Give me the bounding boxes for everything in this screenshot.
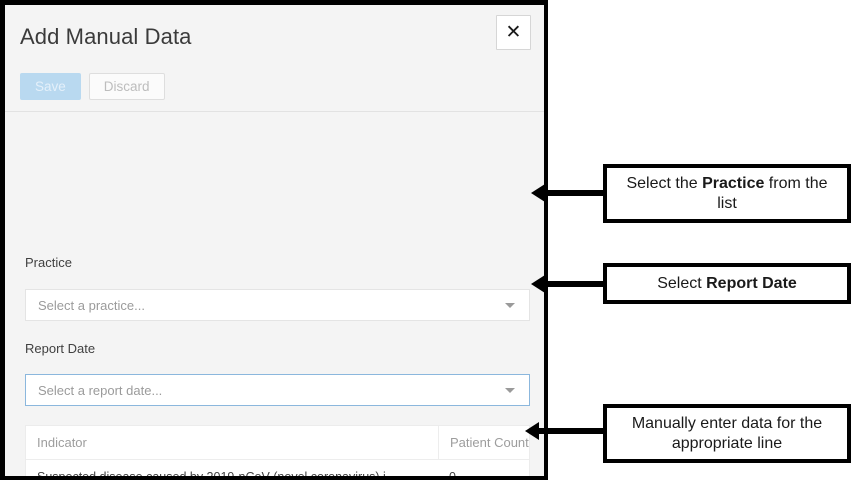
arrowhead-report-date-icon — [531, 275, 545, 293]
cell-indicator: Suspected disease caused by 2019-nCoV (n… — [37, 470, 397, 480]
close-icon: ✕ — [505, 21, 522, 43]
report-date-select-value: Select a report date... — [38, 382, 163, 398]
chevron-down-icon — [505, 302, 515, 308]
cell-patient-count[interactable]: 0 — [449, 470, 456, 480]
column-header-patient-count: Patient Count — [438, 426, 529, 459]
dialog-header: Add Manual Data ✕ Save Discard — [5, 5, 544, 112]
save-button[interactable]: Save — [20, 73, 81, 100]
callout-reportdate-text: Select Report Date — [657, 274, 797, 292]
discard-button[interactable]: Discard — [88, 73, 165, 100]
callout-practice: Select the Practice from the list — [603, 164, 851, 223]
add-manual-data-dialog: Add Manual Data ✕ Save Discard Practice … — [0, 0, 548, 480]
callout-manual-text: Manually enter data for the appropriate … — [631, 414, 823, 452]
arrow-line-practice — [543, 190, 605, 196]
indicator-table: Indicator Patient Count Suspected diseas… — [25, 425, 530, 480]
report-date-select[interactable]: Select a report date... — [25, 374, 530, 406]
dialog-action-bar: Save Discard — [20, 73, 165, 100]
table-header-row: Indicator Patient Count — [26, 426, 529, 460]
report-date-label: Report Date — [25, 341, 96, 356]
arrow-line-manual-entry — [537, 428, 605, 434]
table-body: Suspected disease caused by 2019-nCoV (n… — [26, 460, 529, 480]
callout-manual-entry: Manually enter data for the appropriate … — [603, 404, 851, 463]
callout-practice-text: Select the Practice from the list — [626, 174, 828, 212]
table-row[interactable]: Suspected disease caused by 2019-nCoV (n… — [26, 460, 529, 480]
page-title: Add Manual Data — [20, 24, 192, 49]
close-button[interactable]: ✕ — [496, 15, 531, 50]
arrowhead-manual-entry-icon — [525, 422, 539, 440]
chevron-down-icon — [505, 387, 515, 393]
column-header-indicator: Indicator — [37, 435, 87, 450]
callout-report-date: Select Report Date — [603, 263, 851, 304]
arrowhead-practice-icon — [531, 184, 545, 202]
practice-label: Practice — [25, 255, 72, 270]
practice-select[interactable]: Select a practice... — [25, 289, 530, 321]
practice-select-value: Select a practice... — [38, 297, 145, 313]
arrow-line-report-date — [543, 281, 605, 287]
